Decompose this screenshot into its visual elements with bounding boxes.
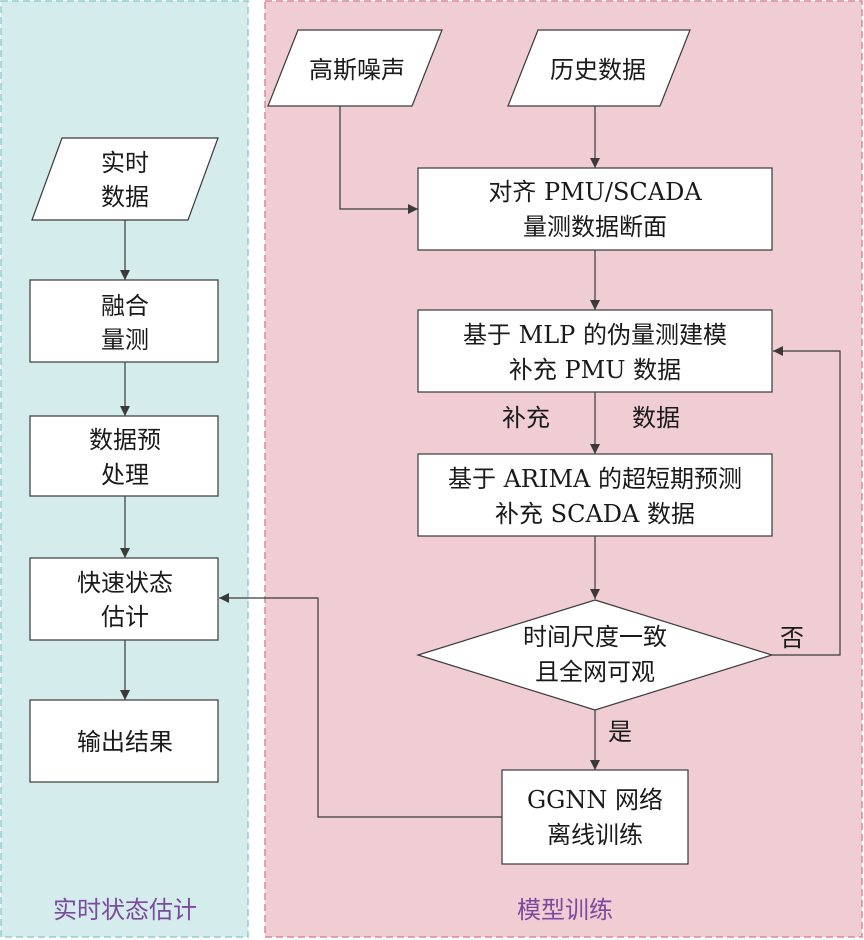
arrow-ggnn-to-estimate [219, 593, 502, 818]
arrow-decision-no-loop [772, 346, 841, 656]
decision-label-2: 且全网可观 [535, 658, 655, 686]
ggnn-label-2: 离线训练 [547, 821, 643, 849]
align-box [417, 167, 773, 251]
output-label: 输出结果 [77, 728, 173, 756]
realtime-data-parallelogram [31, 137, 219, 221]
fuse-label-2: 量测 [101, 326, 149, 354]
realtime-data-label-1: 实时 [101, 149, 149, 177]
arrow-noise-to-align [339, 106, 418, 214]
no-label: 否 [780, 624, 804, 652]
mlp-box [417, 309, 773, 393]
fuse-label-1: 融合 [101, 292, 149, 320]
realtime-data-label-2: 数据 [101, 183, 149, 211]
supplement-label-right: 数据 [632, 404, 680, 432]
preprocess-label-2: 处理 [101, 461, 149, 489]
mlp-label-1: 基于 MLP 的伪量测建模 [463, 321, 727, 349]
right-panel-title: 模型训练 [517, 896, 613, 924]
arima-label-2: 补充 SCADA 数据 [495, 500, 695, 528]
supplement-label-left: 补充 [502, 404, 550, 432]
fast-estimate-label-1: 快速状态 [77, 569, 173, 597]
history-data-label: 历史数据 [550, 56, 646, 84]
gaussian-noise-label: 高斯噪声 [309, 56, 405, 84]
preprocess-box [29, 415, 219, 497]
preprocess-label-1: 数据预 [89, 426, 161, 454]
history-data-parallelogram [507, 29, 691, 107]
output-box [29, 699, 219, 783]
decision-label-1: 时间尺度一致 [523, 623, 667, 651]
gaussian-noise-parallelogram [267, 29, 443, 107]
fuse-box [29, 279, 219, 363]
ggnn-box [501, 769, 689, 865]
yes-label: 是 [608, 718, 632, 746]
align-label-1: 对齐 PMU/SCADA [488, 178, 702, 206]
fast-estimate-label-2: 估计 [101, 603, 149, 631]
ggnn-label-1: GGNN 网络 [527, 786, 663, 814]
align-label-2: 量测数据断面 [523, 213, 667, 241]
arima-box [417, 453, 773, 537]
arima-label-1: 基于 ARIMA 的超短期预测 [448, 465, 742, 493]
mlp-label-2: 补充 PMU 数据 [509, 356, 681, 384]
left-panel-title: 实时状态估计 [53, 896, 197, 924]
fast-estimate-box [29, 557, 219, 641]
